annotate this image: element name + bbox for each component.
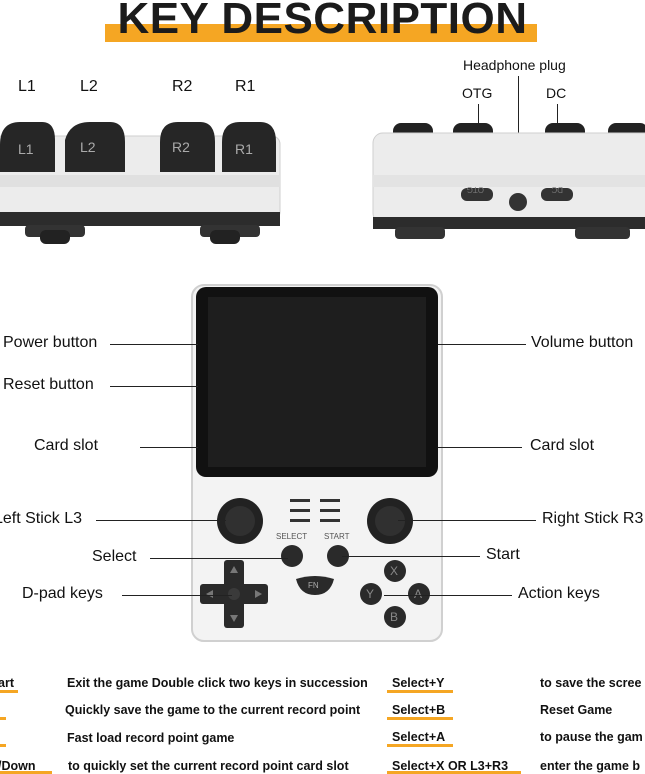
shortcut-desc-3: Fast load record point game xyxy=(67,731,235,745)
callout-left-stick: Left Stick L3 xyxy=(0,510,83,527)
callout-power: Power button xyxy=(3,334,98,351)
callout-volume: Volume button xyxy=(531,334,634,351)
callout-right-stick: Right Stick R3 xyxy=(542,510,644,527)
page-title: KEY DESCRIPTION xyxy=(117,0,528,43)
shortcut-key-4-highlight xyxy=(0,771,52,774)
callout-card-right: Card slot xyxy=(530,437,595,454)
callout-start: Start xyxy=(486,546,520,563)
label-l2: L2 xyxy=(80,78,98,95)
shortcut-desc-2: Quickly save the game to the current rec… xyxy=(65,703,361,717)
shortcut-combo-4-highlight xyxy=(387,771,521,774)
r2-mark: R2 xyxy=(172,139,190,155)
shortcut-combo-4: Select+X OR L3+R3 xyxy=(392,759,509,773)
volume-leader xyxy=(438,344,526,345)
shortcut-combo-1-highlight xyxy=(387,690,453,693)
dpad-leader xyxy=(122,595,232,596)
select-leader xyxy=(150,558,288,559)
shortcut-key-4: /Down xyxy=(0,759,36,773)
shortcut-key-2-highlight xyxy=(0,717,6,720)
callout-card-left: Card slot xyxy=(34,437,99,454)
face-x-mark: X xyxy=(390,564,398,578)
shortcut-combo-2-highlight xyxy=(387,717,453,720)
otg-mark: OTG xyxy=(467,185,484,194)
callout-select: Select xyxy=(92,548,137,565)
shortcut-key-3-highlight xyxy=(0,744,6,747)
shortcut-combo-3-highlight xyxy=(387,744,453,747)
callout-dpad: D-pad keys xyxy=(22,585,103,602)
left-stick-leader xyxy=(96,520,226,521)
shortcut-combo-3: Select+A xyxy=(392,730,446,744)
label-r2: R2 xyxy=(172,78,193,95)
label-r1: R1 xyxy=(235,78,256,95)
title-underline xyxy=(105,24,537,42)
shortcut-key-1-highlight xyxy=(0,690,18,693)
label-headphone: Headphone plug xyxy=(463,57,566,73)
ports-view: OTG DC xyxy=(372,123,645,239)
shortcut-action-3: to pause the gam xyxy=(540,730,643,744)
shortcut-action-1: to save the scree xyxy=(540,676,642,690)
face-a-mark: A xyxy=(414,587,422,601)
shortcut-combo-2: Select+B xyxy=(392,703,446,717)
shortcut-desc-1: Exit the game Double click two keys in s… xyxy=(67,676,368,690)
shortcut-combo-1: Select+Y xyxy=(392,676,445,690)
shortcut-desc-4: to quickly set the current record point … xyxy=(68,759,349,773)
callout-reset: Reset button xyxy=(3,376,94,393)
card-left-leader xyxy=(140,447,198,448)
callout-action: Action keys xyxy=(518,585,600,602)
card-right-leader xyxy=(438,447,522,448)
face-y-mark: Y xyxy=(366,587,374,601)
shoulder-top-view: L1 L2 R2 R1 xyxy=(0,122,281,244)
shortcut-action-2: Reset Game xyxy=(540,703,613,717)
start-mark: START xyxy=(324,532,350,541)
device-front: SELECT START FN X Y A B xyxy=(191,284,443,642)
label-l1: L1 xyxy=(18,78,36,95)
face-b-mark: B xyxy=(390,610,398,624)
label-dc: DC xyxy=(546,85,567,101)
label-otg: OTG xyxy=(462,85,493,101)
power-leader xyxy=(110,344,198,345)
shortcut-action-4: enter the game b xyxy=(540,759,641,773)
action-leader xyxy=(384,595,512,596)
r1-mark: R1 xyxy=(235,141,253,157)
shortcut-key-1: art xyxy=(0,676,14,690)
fn-mark: FN xyxy=(308,581,319,590)
l1-mark: L1 xyxy=(18,141,34,157)
l2-mark: L2 xyxy=(80,139,96,155)
start-leader xyxy=(342,556,480,557)
right-stick-leader xyxy=(398,520,536,521)
select-mark: SELECT xyxy=(276,532,307,541)
dc-mark: DC xyxy=(551,185,563,194)
reset-leader xyxy=(110,386,198,387)
